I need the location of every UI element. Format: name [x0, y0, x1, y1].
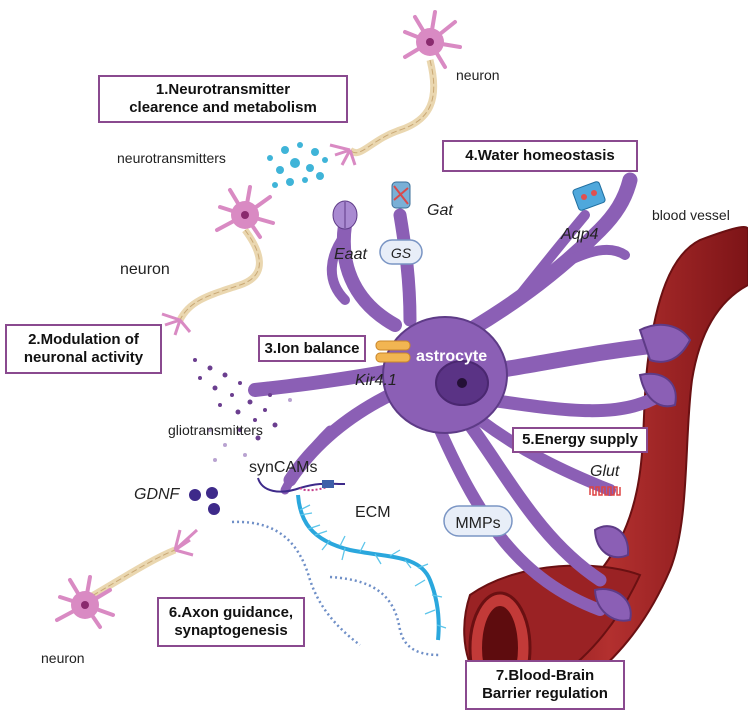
neuron-left-label: neuron — [120, 261, 170, 278]
gat-transporter-icon — [391, 181, 411, 209]
function-6-line2: synaptogenesis — [174, 622, 288, 639]
ecm-label: ECM — [355, 504, 391, 521]
function-4-label: 4.Water homeostasis — [465, 147, 615, 164]
function-box-5: 5.Energy supply — [512, 427, 648, 453]
neuron-top-label: neuron — [456, 67, 500, 83]
function-box-6: 6.Axon guidance, synaptogenesis — [157, 597, 305, 647]
function-6-line1: 6.Axon guidance, — [168, 604, 294, 621]
neuron-bottom-icon — [55, 528, 199, 629]
function-box-4: 4.Water homeostasis — [442, 140, 638, 172]
mmps-enzyme: MMPs — [443, 505, 513, 537]
gliotransmitters-label: gliotransmitters — [168, 422, 263, 438]
function-box-1: 1.Neurotransmitter clearence and metabol… — [98, 75, 348, 123]
function-2-line1: 2.Modulation of — [28, 331, 139, 348]
syncams-icon — [257, 477, 346, 493]
neuron-left-icon — [161, 185, 275, 336]
gs-label: GS — [391, 245, 412, 261]
neurotransmitter-dots — [267, 142, 328, 188]
kir41-channel-icon — [375, 340, 411, 363]
gs-enzyme: GS — [379, 239, 423, 265]
gliotransmitter-dots — [193, 358, 292, 462]
eaat-transporter-icon — [332, 200, 358, 230]
gdnf-molecules-icon — [189, 487, 220, 515]
function-3-label: 3.Ion balance — [264, 339, 360, 357]
function-box-2: 2.Modulation of neuronal activity — [5, 324, 162, 374]
neurotransmitters-label: neurotransmitters — [117, 150, 226, 166]
aqp4-channel-icon — [572, 181, 606, 211]
function-box-7: 7.Blood-Brain Barrier regulation — [465, 660, 625, 710]
function-1-line1: 1.Neurotransmitter — [155, 81, 291, 98]
ecm-fiber-icon — [231, 494, 447, 657]
function-box-3: 3.Ion balance — [258, 335, 366, 362]
gat-gene-label: Gat — [427, 202, 453, 219]
syncams-label: synCAMs — [249, 459, 317, 476]
glut-gene-label: Glut — [590, 463, 620, 480]
function-1-line2: clearence and metabolism — [129, 99, 317, 116]
eaat-gene-label: Eaat — [334, 246, 367, 263]
glut-transporter-icon — [589, 486, 621, 496]
function-5-label: 5.Energy supply — [522, 431, 638, 448]
gdnf-gene-label: GDNF — [134, 486, 181, 503]
astrocyte-label: astrocyte — [416, 348, 487, 365]
function-7-line1: 7.Blood-Brain — [495, 667, 595, 684]
kir41-gene-label: Kir4.1 — [355, 372, 397, 389]
mmps-label: MMPs — [455, 515, 500, 532]
astrocyte-cell — [248, 172, 692, 622]
function-2-line2: neuronal activity — [23, 349, 144, 366]
blood-vessel-label: blood vessel — [652, 207, 730, 223]
neuron-top-icon — [329, 10, 462, 166]
function-7-line2: Barrier regulation — [482, 685, 608, 702]
aqp4-gene-label: Aqp4 — [560, 226, 598, 243]
neuron-bottom-label: neuron — [41, 650, 85, 666]
